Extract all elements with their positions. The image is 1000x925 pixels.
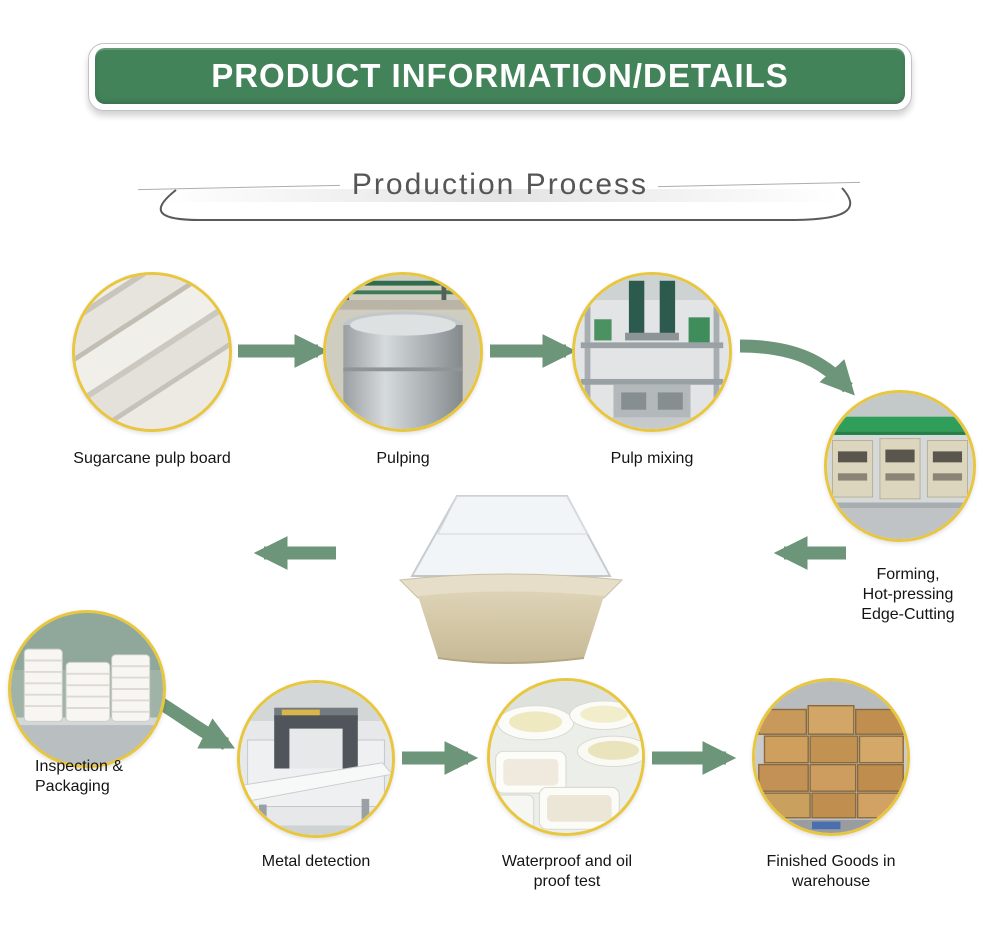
step-label-waterproof-test: Waterproof and oil proof test: [501, 853, 633, 890]
step-photo-sugarcane-pulp-board: [72, 272, 232, 432]
clear-lid: [410, 495, 612, 577]
step-photo-pulp-mixing: [572, 272, 732, 432]
banner-outline: [88, 43, 912, 111]
metal-detection-photo: [240, 683, 392, 835]
step-label-pulping: Pulping: [376, 450, 430, 467]
step-photo-inspection-packaging: [8, 610, 166, 768]
product-image: [398, 495, 624, 664]
step-label-inspection-packaging: Inspection & Packaging: [35, 758, 124, 795]
step-photo-finished-goods: [752, 678, 910, 836]
pulp-mixing-photo: [575, 275, 729, 429]
arrow-pulp-mixing-to-forming: [739, 339, 855, 396]
product-information-banner: PRODUCT INFORMATION/DETAILS: [88, 43, 912, 111]
step-label-sugarcane-pulp-board: Sugarcane pulp board: [73, 450, 231, 467]
step-photo-pulping: [323, 272, 483, 432]
step-label-forming: Forming, Hot-pressing Edge-Cutting: [861, 566, 955, 623]
forming-photo: [827, 393, 973, 539]
step-label-pulp-mixing: Pulp mixing: [610, 450, 694, 467]
header-ribbon-swoosh: [159, 187, 852, 221]
inspection-packaging-photo: [11, 613, 163, 765]
step-label-metal-detection: Metal detection: [261, 853, 371, 870]
pulp-bowl: [398, 573, 624, 664]
step-photo-waterproof-test: [487, 678, 645, 836]
sugarcane-pulp-board-photo: [75, 275, 229, 429]
banner-title: PRODUCT INFORMATION/DETAILS: [95, 48, 905, 104]
step-label-finished-goods: Finished Goods in warehouse: [766, 853, 896, 890]
finished-goods-photo: [755, 681, 907, 833]
section-title: Production Process: [351, 168, 649, 201]
waterproof-test-photo: [490, 681, 642, 833]
step-photo-metal-detection: [237, 680, 395, 838]
step-photo-forming: [824, 390, 976, 542]
pulping-photo: [326, 275, 480, 429]
